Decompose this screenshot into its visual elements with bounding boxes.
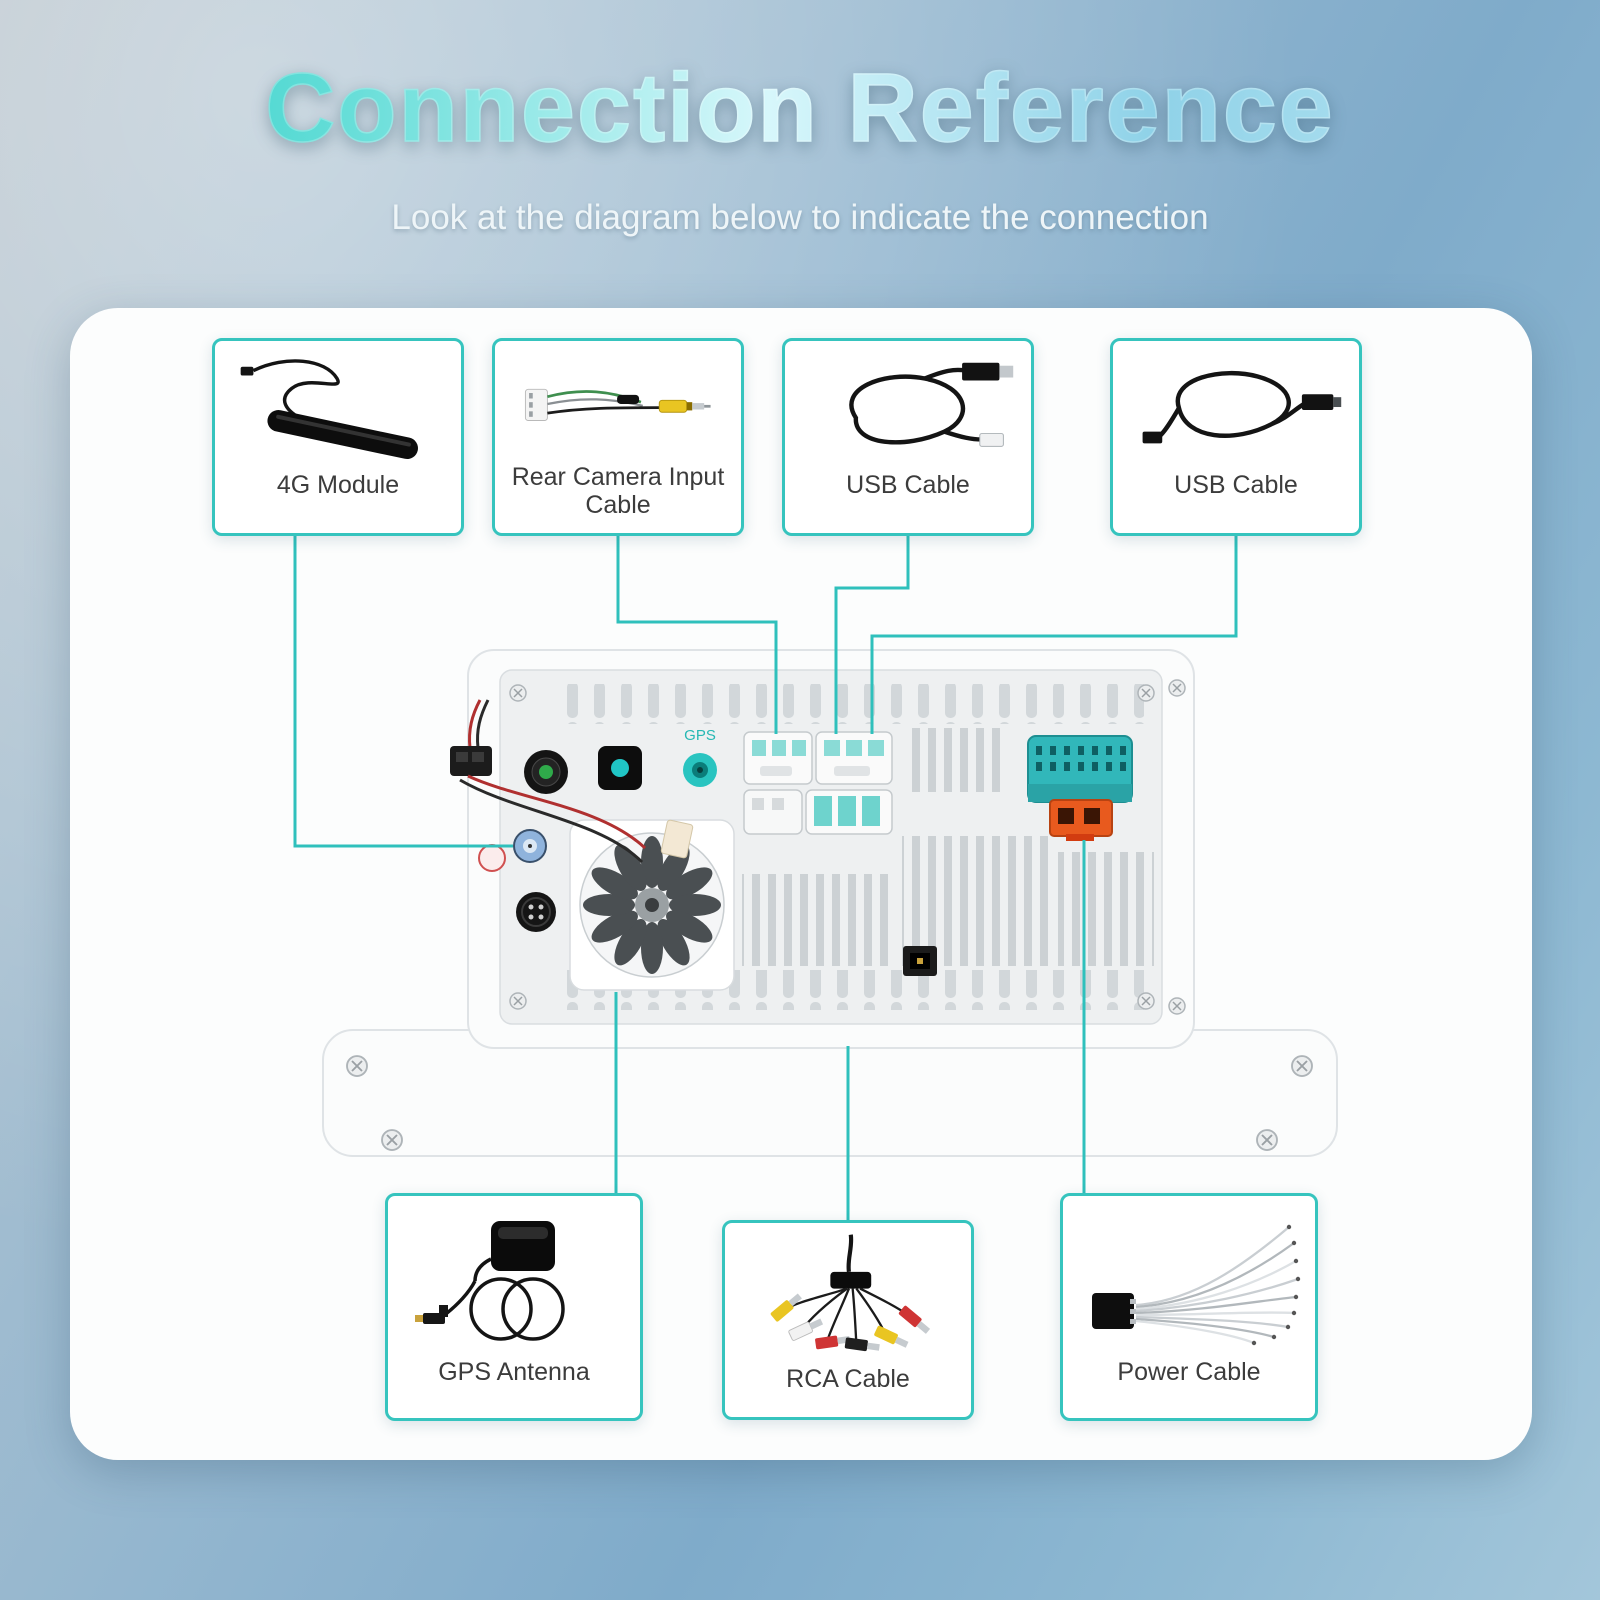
component-box-4g-module: 4G Module xyxy=(212,338,464,536)
component-box-rca-cable: RCA Cable xyxy=(722,1220,974,1420)
component-label: GPS Antenna xyxy=(438,1358,590,1386)
component-box-usb-cable-2: USB Cable xyxy=(1110,338,1362,536)
gps-antenna-icon xyxy=(415,1221,565,1341)
component-box-power-cable: Power Cable xyxy=(1060,1193,1318,1421)
rca-cable-icon xyxy=(770,1234,931,1352)
component-label: Power Cable xyxy=(1117,1358,1261,1386)
component-label: 4G Module xyxy=(276,471,400,499)
4g-antenna-icon xyxy=(240,359,418,460)
page-title: Connection Reference xyxy=(0,52,1600,164)
component-box-usb-cable-1: USB Cable xyxy=(782,338,1034,536)
rear-camera-cable-icon xyxy=(524,388,711,421)
usb-cable-icon xyxy=(1142,370,1342,444)
component-label: Rear Camera Input Cable xyxy=(511,463,725,519)
power-cable-icon xyxy=(1092,1224,1301,1346)
component-label: RCA Cable xyxy=(786,1365,910,1393)
component-box-gps-antenna: GPS Antenna xyxy=(385,1193,643,1421)
component-label: USB Cable xyxy=(1174,471,1298,499)
page-subtitle: Look at the diagram below to indicate th… xyxy=(391,198,1209,237)
component-label: USB Cable xyxy=(846,471,970,499)
usb-cable-icon xyxy=(849,362,1014,447)
component-box-rear-camera-cable: Rear Camera Input Cable xyxy=(492,338,744,536)
